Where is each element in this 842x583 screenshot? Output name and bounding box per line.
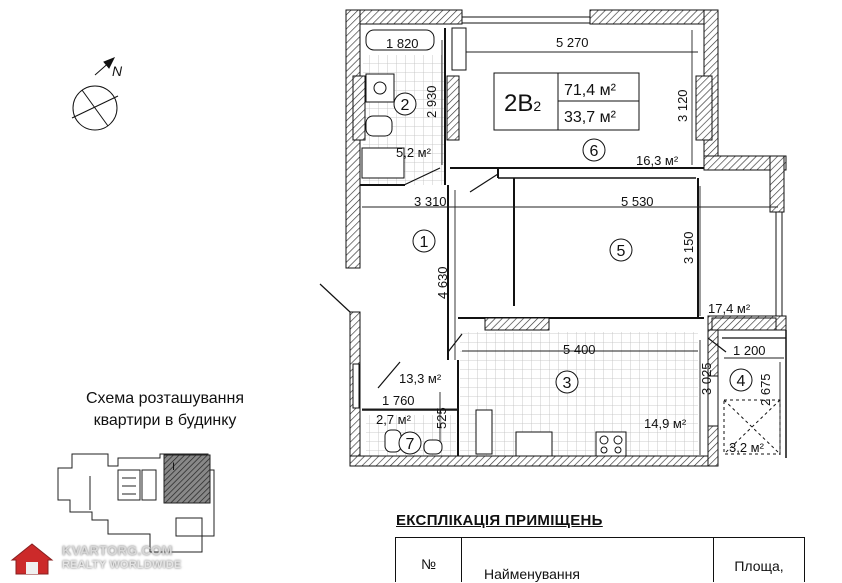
dim-bath-h: 2 930 [424, 85, 439, 118]
room-7-area: 2,7 м² [376, 412, 412, 427]
compass-label: N [112, 63, 123, 79]
shelf [451, 27, 467, 71]
dim-room6-h: 3 120 [675, 89, 690, 122]
scheme-title-line1: Схема розташування [85, 390, 244, 407]
room-4-num: 4 [737, 373, 746, 390]
watermark-house-icon [10, 543, 54, 575]
dim-tub: 1 820 [386, 36, 419, 51]
kitchen-sink [515, 431, 553, 457]
dim-left-w: 3 310 [414, 194, 447, 209]
dimension-lines [362, 30, 784, 455]
sink-wc [423, 439, 443, 455]
room-1-num: 1 [420, 234, 429, 251]
columns [352, 75, 777, 331]
room-7-num: 7 [406, 436, 415, 453]
room-5-area: 17,4 м² [708, 301, 751, 316]
watermark-line1: KVARTORG.COM [62, 543, 173, 558]
scheme-title-line2: квартири в будинку [93, 412, 237, 429]
total-area: 71,4 м² [564, 82, 617, 99]
bath-fixtures [361, 27, 493, 455]
kitchen-fixtures [515, 375, 781, 457]
room-3-num: 3 [563, 375, 572, 392]
windows [352, 16, 783, 409]
svg-text:2В2: 2В2 [504, 90, 541, 117]
room-2-num: 2 [401, 97, 410, 114]
toilet [365, 115, 393, 137]
dim-room5-w: 5 530 [621, 194, 654, 209]
washer [361, 147, 405, 179]
building-scheme [57, 453, 215, 553]
compass-icon [71, 57, 119, 131]
dim-kitchen-w: 5 400 [563, 342, 596, 357]
dim-room5-h: 3 150 [681, 231, 696, 264]
cabinet [475, 409, 493, 455]
col-name-header: Найменування [462, 538, 714, 582]
col-number-header: № [396, 538, 462, 582]
room-6-num: 6 [590, 143, 599, 160]
apartment-code: 2В [504, 90, 533, 117]
apartment-label: 2В2 71,4 м² 33,7 м² [493, 72, 640, 131]
scheme-marker: I [172, 461, 175, 473]
dim-balcony-h: 2 675 [758, 373, 773, 406]
corridor-area: 13,3 м² [399, 371, 442, 386]
dim-kitchen-h: 3 025 [699, 362, 714, 395]
toilet-wc [384, 429, 402, 453]
dim-wc-w: 1 760 [382, 393, 415, 408]
area-texts: 5,2 м² 16,3 м² 17,4 м² 13,3 м² 2,7 м² 14… [376, 145, 765, 455]
dimension-texts: 1 820 5 270 2 930 3 120 3 310 5 530 4 63… [382, 35, 773, 429]
room-4-area: 3,2 м² [729, 440, 765, 455]
watermark: KVARTORG.COM REALTY WORLDWIDE [8, 540, 188, 578]
scheme-title: Схема розташування квартири в будинку [40, 388, 290, 432]
explication-title: ЕКСПЛІКАЦІЯ ПРИМІЩЕНЬ [396, 512, 603, 529]
room-3-area: 14,9 м² [644, 416, 687, 431]
room-markers [393, 92, 753, 455]
balcony-shelf [707, 375, 719, 427]
col-area-header: Площа, [734, 558, 784, 574]
dim-hall-h: 4 630 [435, 266, 450, 299]
stove [595, 431, 627, 457]
dim-balcony-w: 1 200 [733, 343, 766, 358]
watermark-line2: REALTY WORLDWIDE [62, 559, 182, 571]
kitchen-tiles [460, 332, 698, 457]
dim-top: 5 270 [556, 35, 589, 50]
room-numbers: 1 2 3 4 5 6 7 [401, 97, 746, 453]
room-6-area: 16,3 м² [636, 153, 679, 168]
bathtub [365, 29, 435, 51]
room-5-num: 5 [617, 243, 626, 260]
apartment-code-sub: 2 [533, 98, 541, 114]
living-area: 33,7 м² [564, 109, 617, 126]
room-2-area: 5,2 м² [396, 145, 432, 160]
dim-wc-h: 525 [434, 407, 449, 429]
drain [373, 81, 387, 95]
explication-table: № Найменування Площа, [395, 537, 805, 582]
